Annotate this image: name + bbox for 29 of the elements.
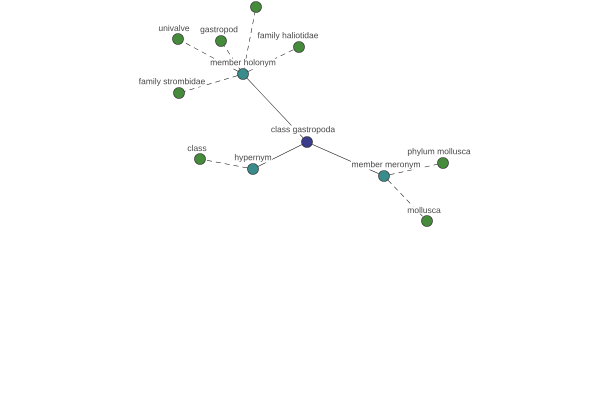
node-label: mollusca bbox=[406, 206, 442, 214]
dashed-line bbox=[388, 180, 424, 218]
node-label: univalve bbox=[158, 24, 190, 32]
node-dot bbox=[194, 153, 206, 165]
node-label: phylum mollusca bbox=[406, 147, 472, 157]
node-label: member holonym bbox=[210, 58, 276, 68]
dashed-line bbox=[389, 164, 438, 175]
node-label: member meronym bbox=[350, 160, 422, 170]
node-dot bbox=[173, 87, 185, 99]
node-dot bbox=[301, 136, 313, 148]
node-dot bbox=[215, 35, 227, 47]
node-label: family strombidae bbox=[138, 77, 206, 87]
node-dot bbox=[421, 215, 433, 227]
node-dot bbox=[437, 157, 449, 169]
node-dot bbox=[172, 33, 184, 45]
node-label: class gastropoda bbox=[270, 125, 336, 135]
node-dot bbox=[247, 163, 259, 175]
node-label: class bbox=[186, 144, 208, 152]
dashed-line bbox=[205, 160, 248, 168]
node-dot bbox=[237, 68, 249, 80]
dashed-line bbox=[244, 12, 256, 69]
dashed-line bbox=[224, 46, 240, 70]
node-dot bbox=[293, 41, 305, 53]
dashed-line bbox=[184, 75, 238, 92]
node-dot bbox=[250, 1, 262, 13]
node-label: hypernym bbox=[234, 153, 272, 163]
node-dot bbox=[378, 170, 390, 182]
node-label: gastropod bbox=[200, 25, 238, 35]
node-label: family haliotidae bbox=[256, 31, 320, 41]
